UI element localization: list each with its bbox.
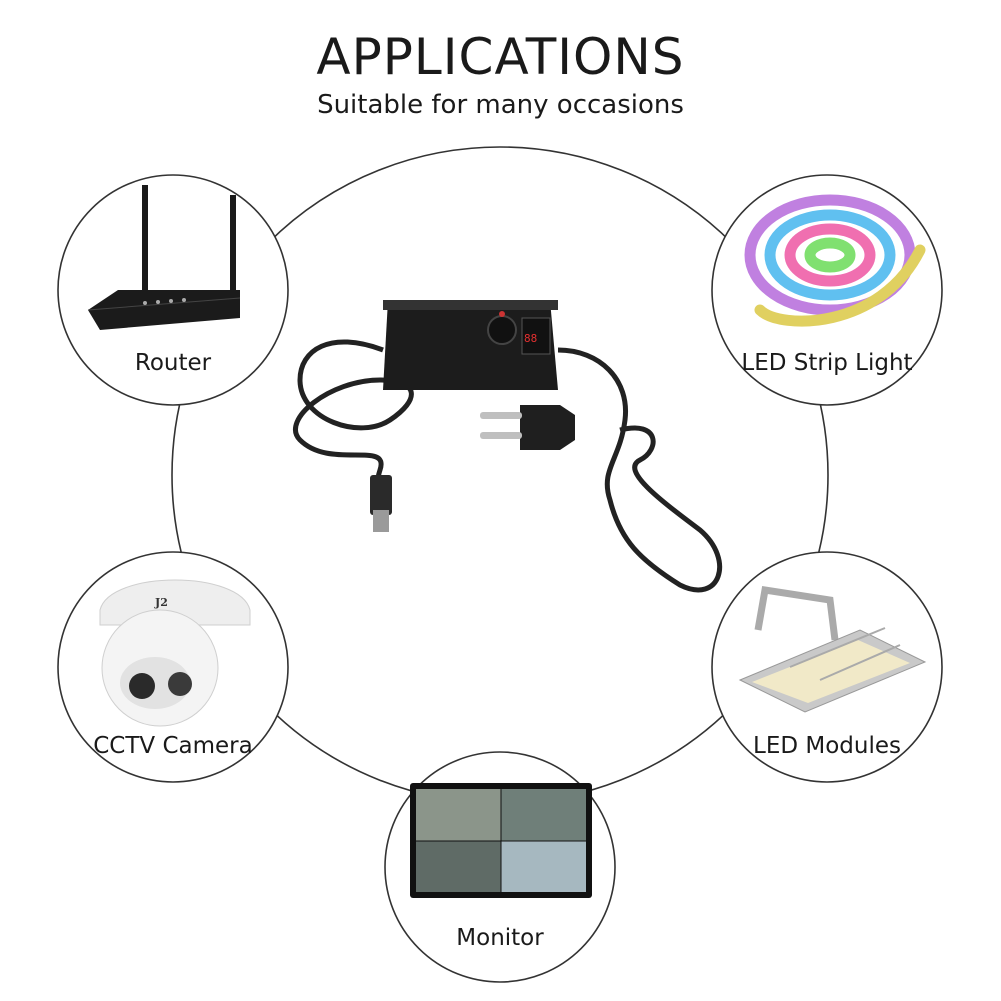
led-strip-label: LED Strip Light <box>741 350 913 376</box>
cctv-label: CCTV Camera <box>93 733 253 759</box>
router-label: Router <box>134 350 212 376</box>
monitor-label: Monitor <box>456 925 544 951</box>
svg-text:J2: J2 <box>154 596 168 609</box>
led-modules-label: LED Modules <box>753 733 901 759</box>
router-icon <box>87 185 241 330</box>
led-module-icon <box>738 586 927 713</box>
page-subtitle: Suitable for many occasions <box>317 90 684 120</box>
led-strip-icon <box>744 194 926 327</box>
svg-text:88: 88 <box>524 332 537 345</box>
power-adapter-icon: 88 <box>293 300 723 593</box>
monitor-icon <box>410 783 592 898</box>
cctv-camera-icon: J2 <box>99 579 251 727</box>
page-title: APPLICATIONS <box>316 28 685 86</box>
